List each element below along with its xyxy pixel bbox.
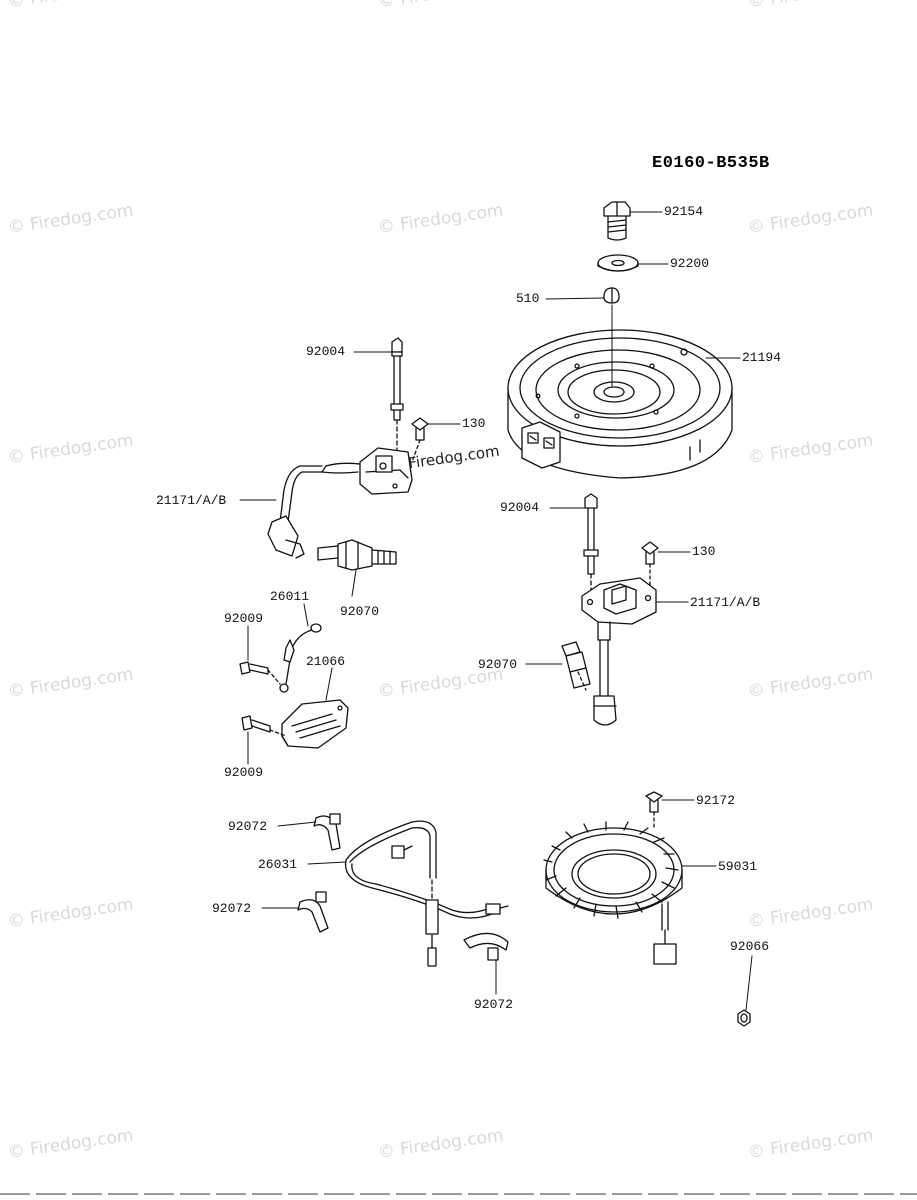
ground-lead-26011[interactable] (279, 623, 322, 693)
band-92072-middle[interactable] (297, 891, 329, 933)
label-130-right[interactable]: 130 (692, 544, 716, 559)
bolt-92009-lower[interactable] (241, 715, 287, 737)
label-92072-middle[interactable]: 92072 (212, 901, 252, 916)
stator-59031[interactable] (543, 821, 683, 965)
flywheel-21194[interactable] (507, 304, 733, 479)
label-92070-right[interactable]: 92070 (478, 657, 518, 672)
label-21171-right[interactable]: 21171/A/B (690, 595, 761, 610)
label-92004-right[interactable]: 92004 (500, 500, 540, 515)
stud-92004-right[interactable] (583, 493, 599, 599)
bottom-rule (0, 1193, 917, 1195)
label-130-left[interactable]: 130 (462, 416, 486, 431)
label-26011[interactable]: 26011 (270, 589, 310, 604)
ignition-lead-left[interactable] (267, 465, 323, 559)
screw-92172[interactable] (645, 791, 663, 831)
label-92070-left[interactable]: 92070 (340, 604, 380, 619)
regulator-21066[interactable] (281, 699, 349, 749)
screw-130-right[interactable] (641, 541, 659, 593)
label-92009-upper[interactable]: 92009 (224, 611, 264, 626)
stud-92004-left[interactable] (390, 337, 404, 453)
label-92004-left[interactable]: 92004 (306, 344, 346, 359)
wiring-harness-26031[interactable] (344, 820, 509, 967)
washer-92200[interactable] (597, 254, 639, 272)
band-92072-upper[interactable] (313, 813, 341, 851)
bolt-92154[interactable] (603, 201, 631, 241)
label-92200[interactable]: 92200 (670, 256, 710, 271)
label-92072-upper[interactable]: 92072 (228, 819, 268, 834)
label-59031[interactable]: 59031 (718, 859, 758, 874)
label-92072-lower[interactable]: 92072 (474, 997, 514, 1012)
label-21194[interactable]: 21194 (742, 350, 782, 365)
diagram-code: E0160-B535B (652, 154, 770, 173)
ignition-coil-left[interactable] (321, 447, 413, 495)
nut-92066[interactable] (737, 1009, 751, 1027)
key-510[interactable] (603, 287, 620, 304)
label-92066[interactable]: 92066 (730, 939, 770, 954)
bolt-92009-upper[interactable] (239, 661, 281, 685)
label-21066[interactable]: 21066 (306, 654, 346, 669)
band-92072-lower[interactable] (463, 932, 509, 961)
screw-130-left[interactable] (411, 417, 429, 463)
leader-lines (239, 211, 753, 1011)
label-21171-left[interactable]: 21171/A/B (156, 493, 227, 508)
label-92172[interactable]: 92172 (696, 793, 736, 808)
spark-plug-92070-left[interactable] (317, 539, 397, 571)
ignition-coil-right[interactable] (581, 577, 657, 641)
ignition-lead-right[interactable] (593, 639, 617, 726)
label-510[interactable]: 510 (516, 291, 540, 306)
label-26031[interactable]: 26031 (258, 857, 298, 872)
label-92154[interactable]: 92154 (664, 204, 704, 219)
spark-plug-92070-right[interactable] (561, 641, 591, 691)
label-92009-lower[interactable]: 92009 (224, 765, 264, 780)
